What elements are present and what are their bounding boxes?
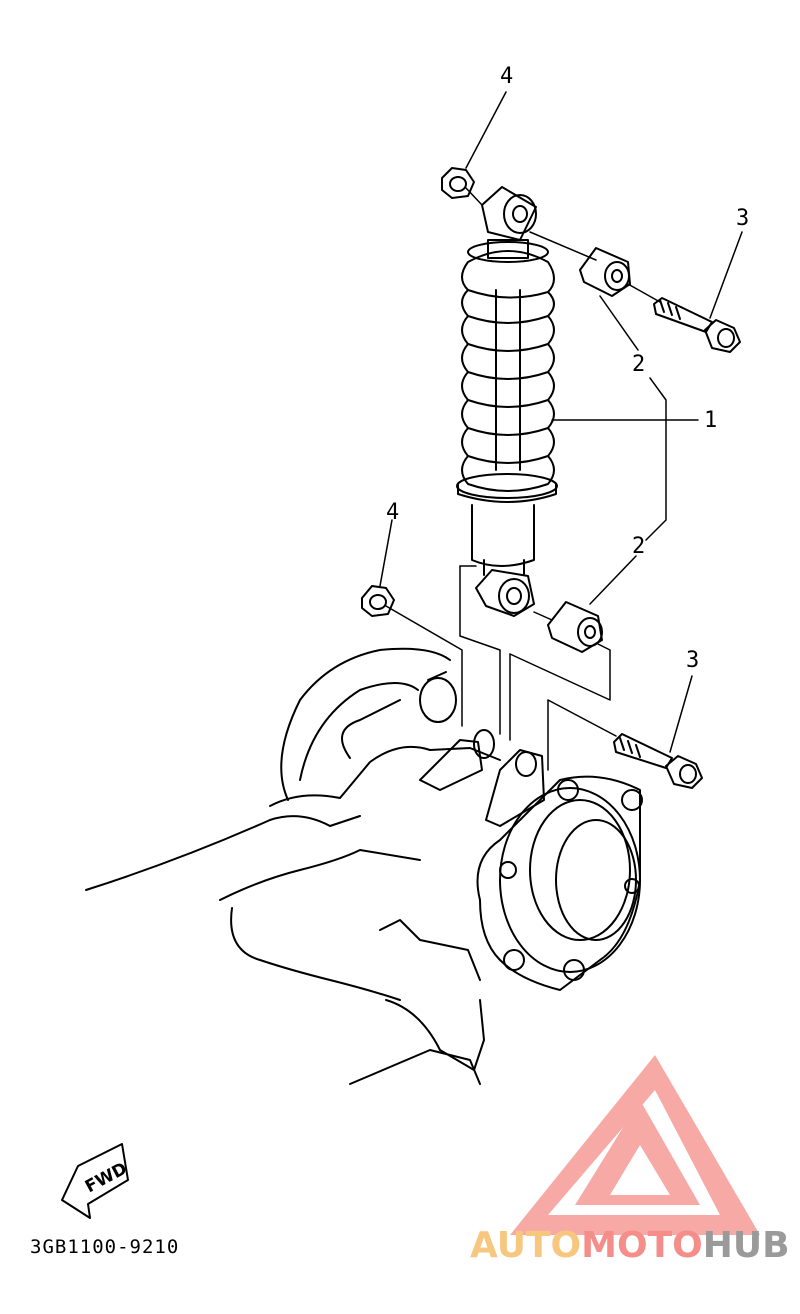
callout-3-top: 3 (736, 206, 750, 231)
watermark-text: AUTOMOTOHUB (470, 1228, 790, 1264)
collar-bottom (547, 601, 603, 653)
collar-top (579, 247, 631, 297)
callout-4-bottom: 4 (386, 500, 400, 525)
bolt-bottom (613, 733, 703, 789)
shock-body (471, 504, 535, 617)
axle-housing (85, 647, 545, 1085)
watermark-auto: AUTO (470, 1225, 582, 1266)
nut-bottom (361, 585, 395, 617)
nut-top (441, 167, 475, 199)
callout-3-bottom: 3 (686, 648, 700, 673)
watermark-moto: MOTO (581, 1225, 703, 1266)
fwd-arrow (61, 1143, 129, 1219)
coil-spring (456, 239, 558, 503)
callout-4-top: 4 (500, 64, 514, 89)
callout-2-bottom: 2 (632, 534, 646, 559)
callout-2-top: 2 (632, 352, 646, 377)
automotohub-logo (510, 1055, 760, 1235)
part-code: 3GB1100-9210 (30, 1236, 180, 1258)
shock-upper-eye (481, 186, 537, 241)
watermark-hub: HUB (702, 1225, 790, 1266)
bolt-top (653, 297, 741, 353)
callout-1: 1 (704, 408, 718, 433)
leader-lines (379, 91, 743, 753)
assembly-guide-lines (385, 187, 661, 771)
wheel-hub (476, 775, 643, 991)
